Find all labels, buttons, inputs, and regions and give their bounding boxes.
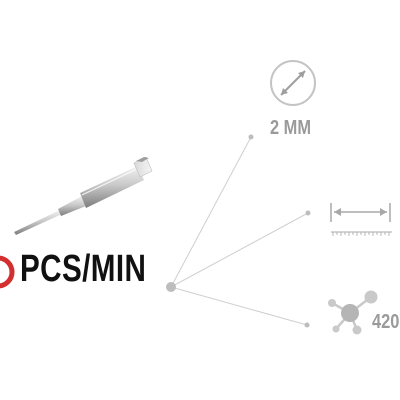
connector-line-diameter	[170, 136, 252, 288]
diameter-circle-icon	[270, 60, 316, 106]
connector-lines	[170, 136, 309, 326]
molecule-icon	[328, 290, 378, 335]
diameter-label: 2 MM	[270, 117, 311, 139]
endpoint-dot-diameter	[248, 134, 254, 140]
endpoint-dot-length	[305, 210, 311, 216]
connector-line-molecule	[170, 286, 308, 326]
speed-accent-ring	[0, 255, 15, 289]
connector-line-length	[170, 212, 309, 288]
length-ruler-icon	[330, 203, 392, 236]
endpoint-dot-molecule	[304, 322, 310, 328]
molecule-count-label: 420	[372, 311, 400, 333]
hub-dot	[166, 282, 176, 292]
dental-bur-icon	[14, 156, 153, 235]
speed-unit-label: PCS/MIN	[20, 248, 147, 290]
